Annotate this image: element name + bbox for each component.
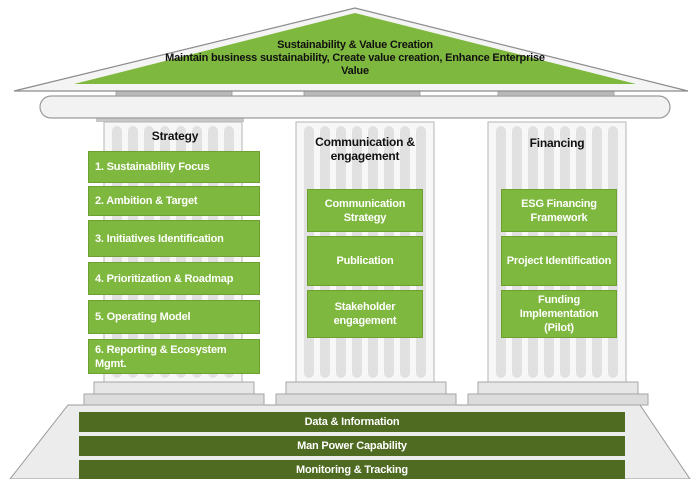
roof-label: Sustainability & Value Creation Maintain… [150, 38, 560, 77]
financing-item: Project Identification [501, 236, 617, 286]
foundation-bar-manpower: Man Power Capability [79, 436, 625, 456]
foundation-bar-data: Data & Information [79, 412, 625, 432]
financing-item: ESG Financing Framework [501, 189, 617, 232]
strategy-item: 1. Sustainability Focus [88, 151, 260, 183]
entablature [39, 95, 671, 119]
communication-item: Communication Strategy [307, 189, 423, 232]
strategy-item: 2. Ambition & Target [88, 186, 260, 216]
communication-item: Stakeholder engagement [307, 290, 423, 338]
financing-item: Funding Implementation (Pilot) [501, 290, 617, 338]
strategy-item: 3. Initiatives Identification [88, 220, 260, 257]
communication-item: Publication [307, 236, 423, 286]
strategy-item: 5. Operating Model [88, 300, 260, 334]
pillar-heading-strategy: Strategy [151, 129, 199, 143]
foundation-bar-monitoring: Monitoring & Tracking [79, 460, 625, 479]
roof-title: Sustainability & Value Creation [277, 38, 433, 51]
strategy-item: 4. Prioritization & Roadmap [88, 262, 260, 295]
pillar-heading-communication: Communication & engagement [315, 135, 415, 163]
strategy-item: 6. Reporting & Ecosystem Mgmt. [88, 339, 260, 374]
roof-subtitle: Maintain business sustainability, Create… [165, 51, 545, 77]
pillar-heading-financing: Financing [529, 136, 585, 150]
roof [74, 13, 636, 84]
